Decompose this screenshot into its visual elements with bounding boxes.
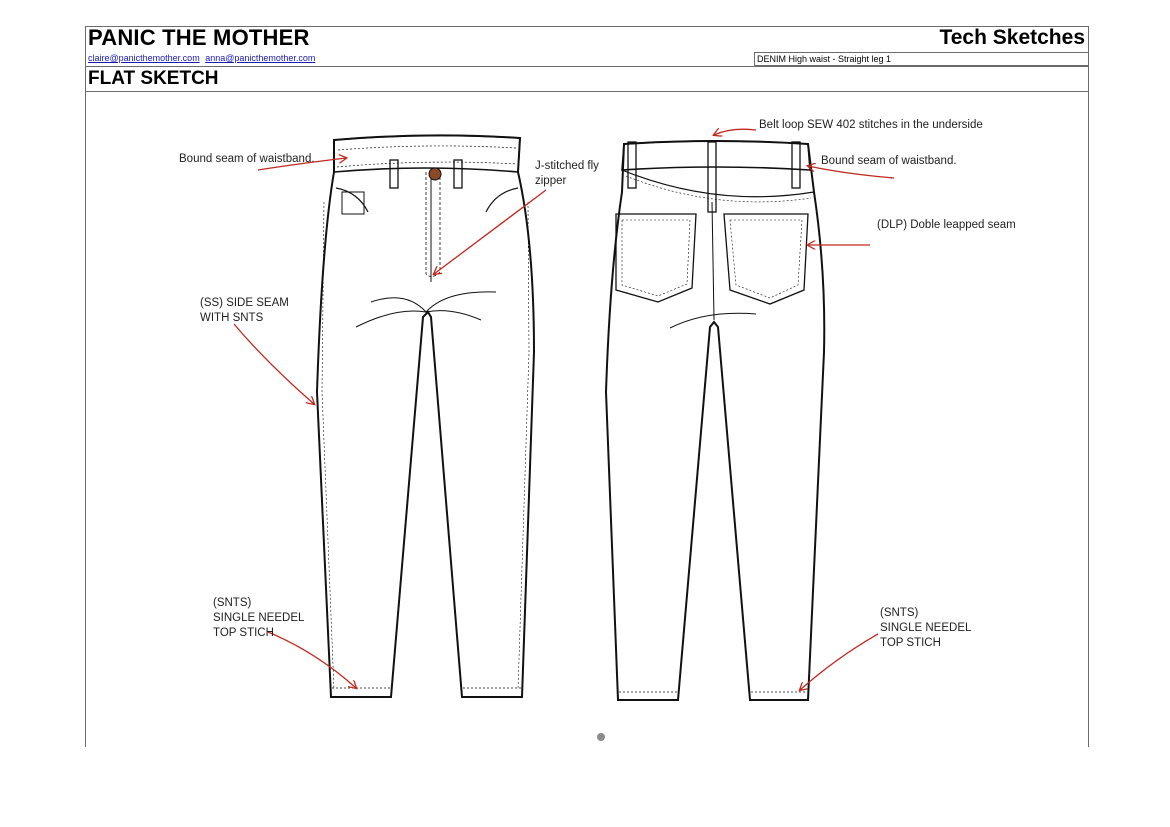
document-frame	[85, 26, 1089, 747]
note-back-belt-loop: Belt loop SEW 402 stitches in the unders…	[759, 119, 983, 131]
button-icon	[428, 167, 442, 181]
annotation-arrows	[233, 129, 895, 690]
note-back-dlp: (DLP) Doble leapped seam	[877, 219, 1016, 231]
document-type: Tech Sketches	[939, 26, 1085, 49]
email-link-anna[interactable]: anna@panicthemother.com	[205, 53, 316, 63]
back-view-jeans	[604, 140, 826, 701]
brand-name: PANIC THE MOTHER	[88, 25, 310, 50]
page-indicator-dot[interactable]	[597, 733, 605, 741]
style-name-box: DENIM High waist - Straight leg 1	[754, 52, 1089, 66]
section-title: FLAT SKETCH	[88, 68, 219, 89]
header-divider	[85, 66, 1089, 67]
front-view-jeans	[315, 134, 536, 698]
email-link-claire[interactable]: claire@panicthemother.com	[88, 53, 200, 63]
note-front-waistband: Bound seam of waistband.	[179, 153, 315, 165]
section-divider	[85, 91, 1089, 92]
flat-sketch-drawing	[233, 92, 895, 701]
note-back-waistband: Bound seam of waistband.	[821, 155, 957, 167]
contact-emails: claire@panicthemother.com anna@panicthem…	[88, 53, 318, 63]
